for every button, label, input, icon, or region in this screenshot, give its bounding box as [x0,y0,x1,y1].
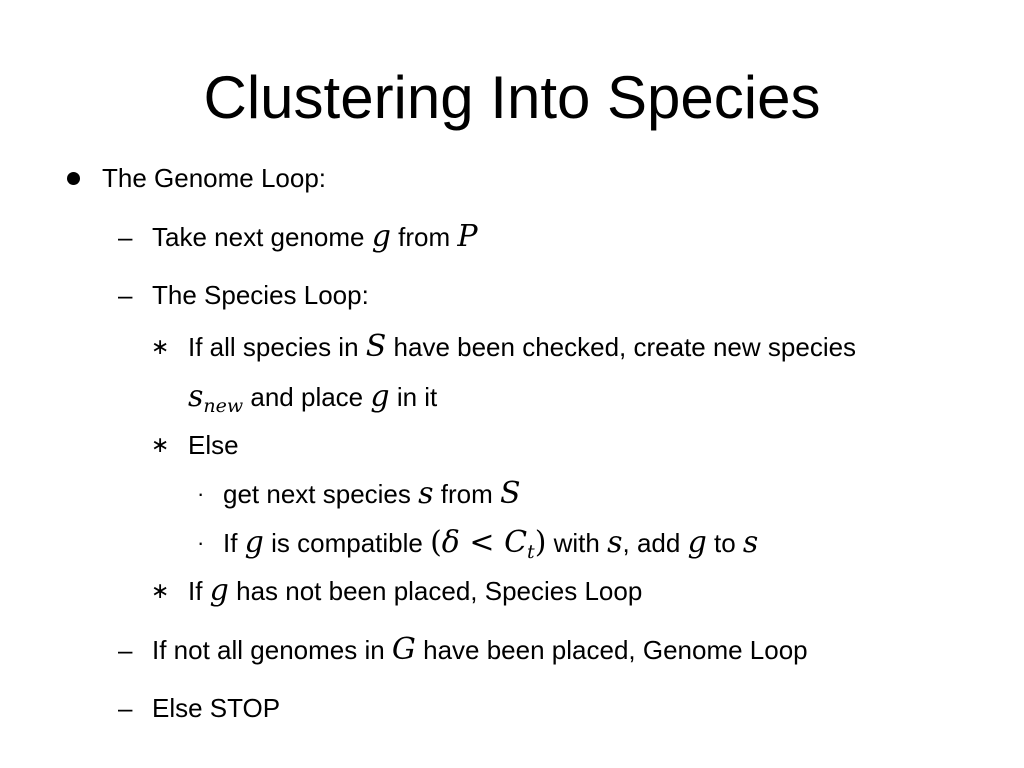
bullet-take-next-genome: Take next genome g from P [152,220,478,254]
text-segment: has not been placed, Species Loop [228,576,643,606]
math-s: s [742,525,759,560]
text-segment: If [188,576,210,606]
bullet-else-stop: Else STOP [152,691,280,725]
math-s: s [607,525,623,560]
bullet-if-all-species-checked: If all species in S have been checked, c… [188,330,856,364]
text-segment: have been placed, Genome Loop [415,635,808,665]
text-segment: from [433,479,500,509]
bullet-if-compatible: If g is compatible (δ < Ct) with s, add … [223,526,758,569]
star-marker-icon: ∗ [151,433,170,458]
math-g: g [209,573,229,608]
math-C: C [504,525,528,560]
text-segment: in it [389,382,438,412]
dash-marker-icon: – [118,222,133,252]
math-paren-close: ) [534,525,547,560]
text-segment: Take next genome [152,222,372,252]
bullet-dot-icon [67,172,80,185]
math-P: P [457,219,478,254]
bullet-else: Else [188,428,239,462]
bullet-text: The Genome Loop: [102,163,327,193]
math-g: g [687,525,707,560]
bullet-text: Else STOP [152,693,281,723]
bullet-text: Else [188,430,239,460]
math-g: g [244,525,264,560]
math-less-than: < [459,525,505,560]
math-s: s [418,476,434,511]
text-segment: to [706,528,743,558]
math-G: G [391,632,416,667]
bullet-if-not-placed: If g has not been placed, Species Loop [188,574,642,608]
math-subscript-t: t [527,541,535,563]
star-marker-icon: ∗ [151,335,170,360]
math-subscript-new: new [203,395,244,417]
bullet-genome-loop: The Genome Loop: [102,161,326,195]
text-segment: , add [622,528,688,558]
math-g: g [371,219,391,254]
text-segment: have been checked, create new species [386,332,857,362]
bullet-if-not-all-genomes: If not all genomes in G have been placed… [152,633,808,667]
math-S: S [365,329,387,364]
text-segment: If all species in [188,332,366,362]
text-segment: If not all genomes in [152,635,392,665]
bullet-get-next-species: get next species s from S [223,477,521,511]
math-S: S [499,476,521,511]
text-segment: If [223,528,245,558]
text-segment: with [546,528,608,558]
text-segment: and place [243,382,371,412]
math-paren-open: ( [430,525,442,560]
math-g: g [370,379,390,414]
bullet-species-loop: The Species Loop: [152,278,369,312]
dash-marker-icon: – [118,693,133,723]
dash-marker-icon: – [118,280,133,310]
math-delta: δ [441,525,460,560]
text-segment: from [390,222,458,252]
text-segment: is compatible [263,528,431,558]
bullet-if-all-species-checked-cont: snew and place g in it [188,380,437,423]
middot-marker-icon: · [197,481,205,506]
text-segment: get next species [223,479,419,509]
bullet-text: The Species Loop: [152,280,369,310]
math-s: s [188,379,204,414]
middot-marker-icon: · [197,530,205,555]
star-marker-icon: ∗ [151,579,170,604]
slide-title: Clustering Into Species [203,64,821,131]
dash-marker-icon: – [118,635,133,665]
